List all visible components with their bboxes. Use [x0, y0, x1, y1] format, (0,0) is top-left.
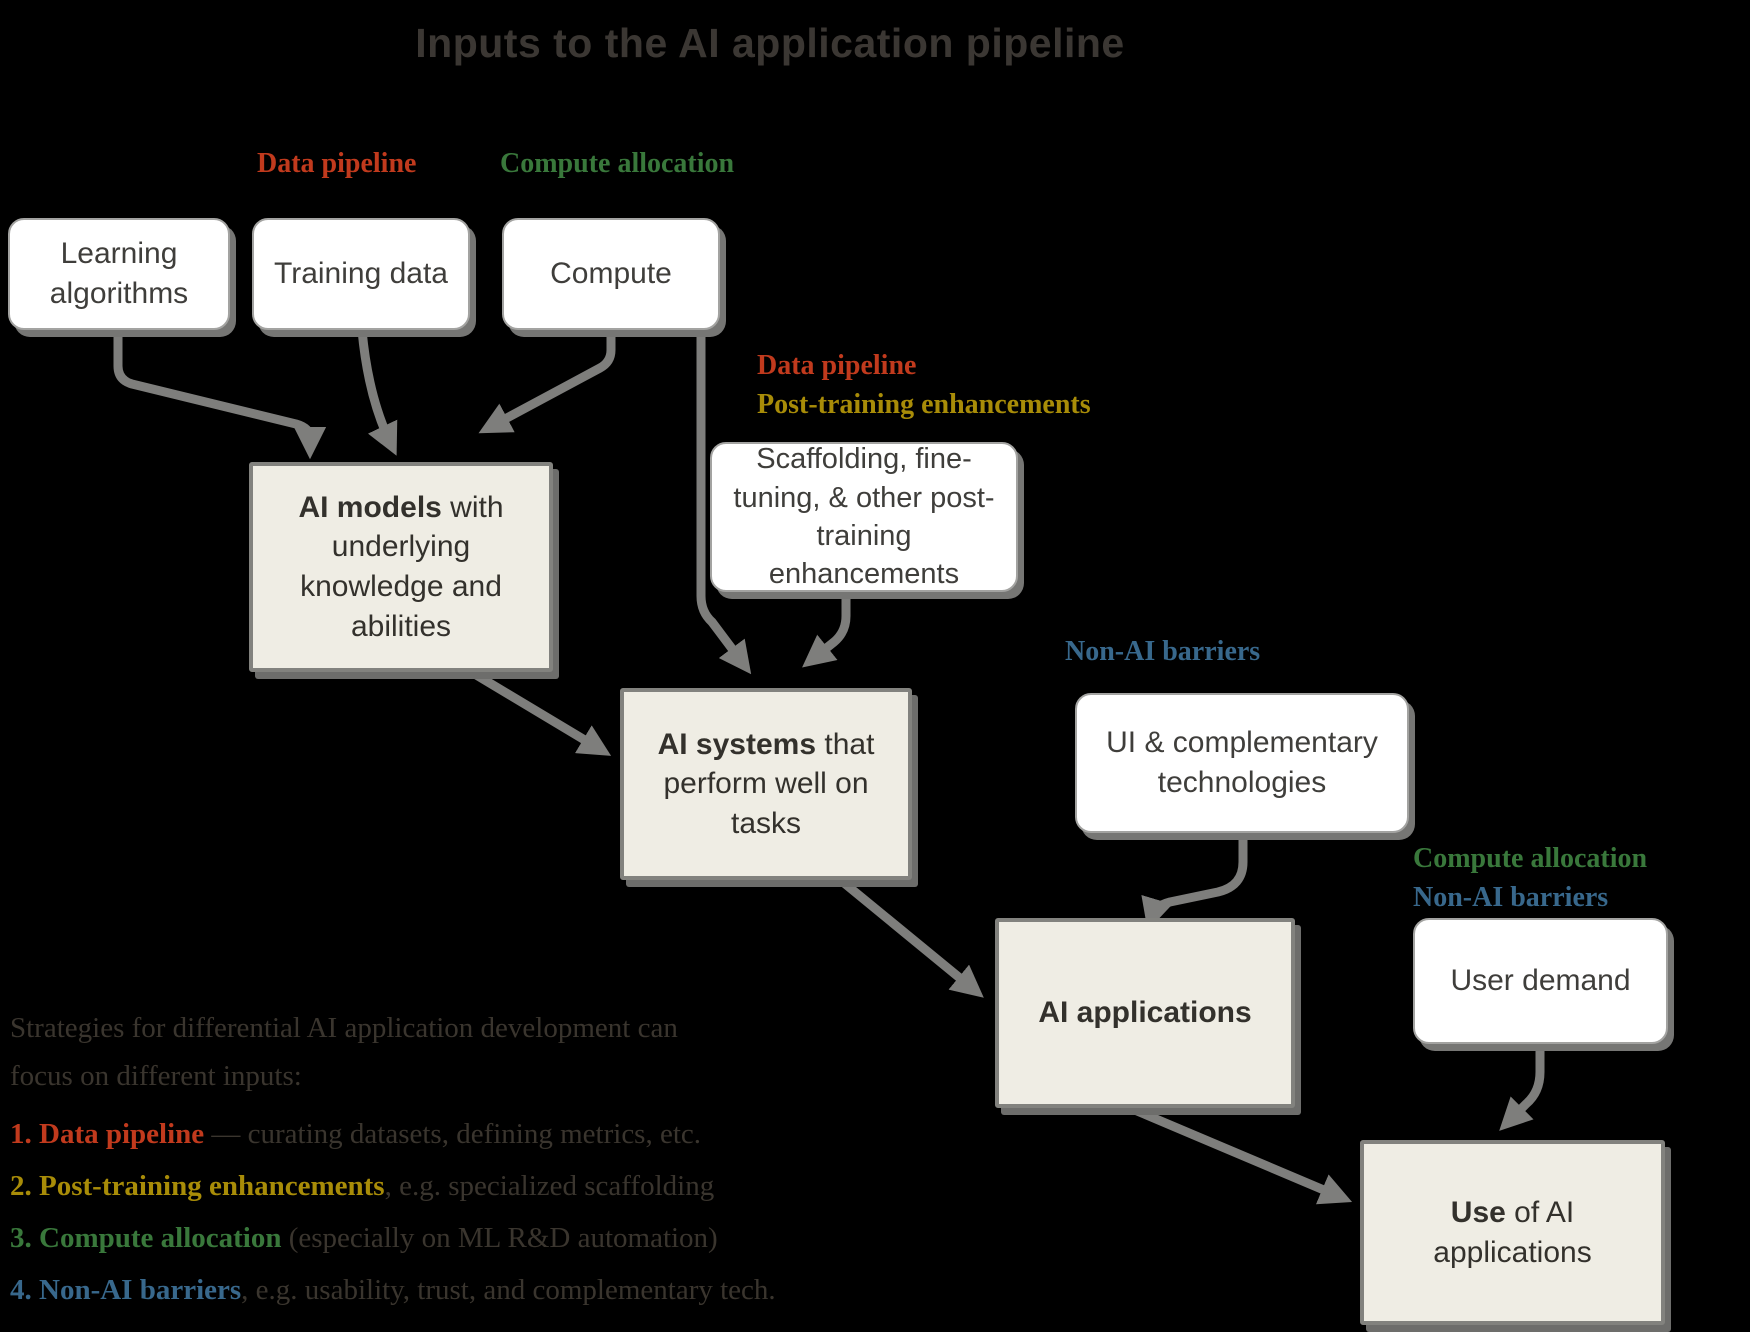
- box-training-data: Training data: [252, 218, 470, 330]
- box-compute-text: Compute: [550, 257, 672, 291]
- legend-item-data-pipeline: 1. Data pipeline — curating datasets, de…: [10, 1118, 701, 1151]
- box-scaffolding: Scaffolding, fine-tuning, & other post-t…: [710, 442, 1018, 592]
- box-learning-algorithms-text: Learning algorithms: [49, 237, 189, 310]
- arrow-compute-to-systems: [696, 325, 752, 675]
- label-data-pipeline-mid: Data pipeline: [757, 350, 917, 381]
- box-user-demand-text: User demand: [1450, 964, 1631, 998]
- legend-item-3-text: (especially on ML R&D automation): [281, 1222, 718, 1254]
- box-learning-algorithms: Learning algorithms: [8, 218, 230, 330]
- arrow-applications-to-use: [1125, 1103, 1353, 1205]
- legend-item-4-text: , e.g. usability, trust, and complementa…: [241, 1274, 776, 1306]
- box-ai-models-text: AI models with underlying knowledge and …: [298, 490, 504, 643]
- arrow-systems-to-applications: [833, 873, 984, 998]
- legend-heading-line1: Strategies for differential AI applicati…: [10, 1012, 678, 1044]
- legend-item-4-label: 4. Non-AI barriers: [10, 1274, 242, 1306]
- legend-item-1-label: 1. Data pipeline: [10, 1118, 205, 1150]
- box-ai-systems: AI systems that perform well on tasks: [620, 688, 912, 880]
- label-compute-allocation-top: Compute allocation: [500, 148, 735, 179]
- box-ai-systems-text: AI systems that perform well on tasks: [657, 727, 875, 840]
- legend-item-2-text: , e.g. specialized scaffolding: [384, 1170, 715, 1202]
- box-ui-complementary-technologies: UI & complementary technologies: [1075, 693, 1409, 833]
- diagram-title: Inputs to the AI application pipeline: [415, 20, 1125, 66]
- box-ui-complementary-text: UI & complementary technologies: [1106, 726, 1378, 799]
- box-user-demand: User demand: [1413, 918, 1668, 1044]
- legend-item-1-text: — curating datasets, defining metrics, e…: [204, 1118, 702, 1150]
- label-compute-allocation-right: Compute allocation: [1413, 843, 1648, 874]
- label-non-ai-barriers-right: Non-AI barriers: [1413, 882, 1609, 913]
- arrow-demand-to-use: [1499, 1039, 1545, 1131]
- arrow-models-to-systems: [463, 665, 612, 756]
- box-use-of-ai-text: Use of AI applications: [1433, 1195, 1592, 1269]
- box-compute: Compute: [502, 218, 720, 330]
- legend-item-2-label: 2. Post-training enhancements: [10, 1170, 385, 1202]
- arrow-scaffolding-to-systems: [802, 587, 851, 668]
- box-ai-models: AI models with underlying knowledge and …: [249, 462, 553, 672]
- arrow-ui-to-applications: [1141, 828, 1248, 931]
- box-ai-applications-text: AI applications: [1038, 996, 1252, 1030]
- box-ai-applications: AI applications: [995, 918, 1295, 1108]
- legend-item-post-training: 2. Post-training enhancements, e.g. spec…: [10, 1170, 714, 1203]
- box-training-data-text: Training data: [274, 257, 448, 291]
- legend-item-compute-allocation: 3. Compute allocation (especially on ML …: [10, 1222, 718, 1255]
- box-use-of-ai-applications: Use of AI applications: [1360, 1140, 1665, 1325]
- label-post-training-mid: Post-training enhancements: [757, 389, 1091, 420]
- label-data-pipeline-top: Data pipeline: [257, 148, 417, 179]
- legend-item-non-ai-barriers: 4. Non-AI barriers, e.g. usability, trus…: [10, 1274, 776, 1307]
- arrow-compute-to-models: [478, 325, 616, 434]
- legend-item-3-label: 3. Compute allocation: [10, 1222, 282, 1254]
- legend-heading-line2: focus on different inputs:: [10, 1060, 302, 1092]
- label-non-ai-barriers-mid: Non-AI barriers: [1065, 636, 1261, 667]
- box-scaffolding-text: Scaffolding, fine-tuning, & other post-t…: [733, 443, 995, 591]
- arrow-training-to-models: [357, 325, 398, 456]
- arrow-learning-to-models: [113, 325, 327, 460]
